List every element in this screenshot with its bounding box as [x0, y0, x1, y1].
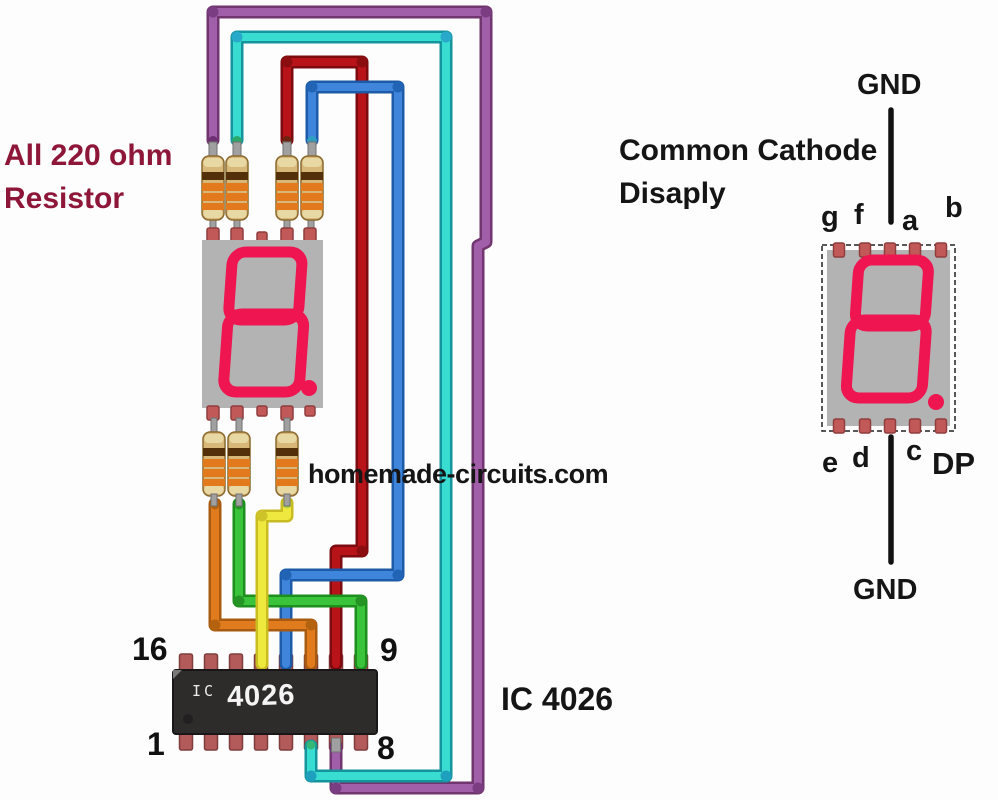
display-bottom-pins: [832, 418, 948, 434]
ic-4026-chip: [172, 669, 378, 735]
chip-text-ic: IC: [192, 682, 217, 700]
resistor: [202, 431, 226, 497]
display-top-pins: [206, 227, 317, 243]
resistor-bank-bottom: [202, 431, 299, 507]
resistor: [275, 155, 299, 221]
decimal-point: [928, 394, 944, 410]
ic-pin-1-label: 1: [147, 726, 165, 762]
resistor: [201, 155, 225, 221]
display-top-pins: [832, 242, 948, 258]
gnd-label-top: GND: [857, 69, 922, 101]
pin-label-a: a: [902, 205, 919, 237]
ic-side-label: IC 4026: [501, 681, 614, 717]
resistor: [275, 431, 299, 497]
wire-green: [232, 497, 368, 671]
common-cathode-pinout: [821, 107, 956, 565]
resistor: [227, 431, 251, 497]
resistor-note-line2: Resistor: [4, 182, 125, 215]
resistor: [300, 155, 324, 221]
decimal-point: [301, 380, 317, 396]
pin-label-dp: DP: [932, 446, 976, 481]
pin-label-d: d: [852, 442, 870, 474]
pinout-title-line1: Common Cathode: [619, 134, 878, 167]
resistor: [225, 155, 249, 221]
ic-pin-9-label: 9: [380, 632, 398, 668]
watermark-text: homemade-circuits.com: [308, 459, 609, 489]
digit-8: [218, 246, 310, 398]
gnd-label-bottom: GND: [853, 574, 918, 606]
chip-text-4026: 4026: [226, 678, 297, 714]
wire-purple: [206, 5, 493, 795]
pin-label-b: b: [945, 192, 963, 224]
wire-blue: [279, 80, 405, 671]
resistor-note-line1: All 220 ohm: [4, 139, 173, 172]
seven-segment-display-left: [202, 227, 323, 435]
digit-8: [840, 254, 934, 404]
chip-notch: [173, 670, 182, 679]
pin-label-c: c: [906, 435, 923, 467]
pin-label-e: e: [822, 447, 839, 479]
ic-pin-16-label: 16: [132, 631, 168, 667]
pin-label-f: f: [854, 199, 864, 231]
display-bottom-pins: [206, 405, 316, 421]
resistor-bank-top: [201, 155, 324, 235]
ic-pin-8-label: 8: [377, 730, 395, 766]
pinout-title-line2: Disaply: [619, 177, 726, 210]
pin-label-g: g: [821, 201, 839, 233]
